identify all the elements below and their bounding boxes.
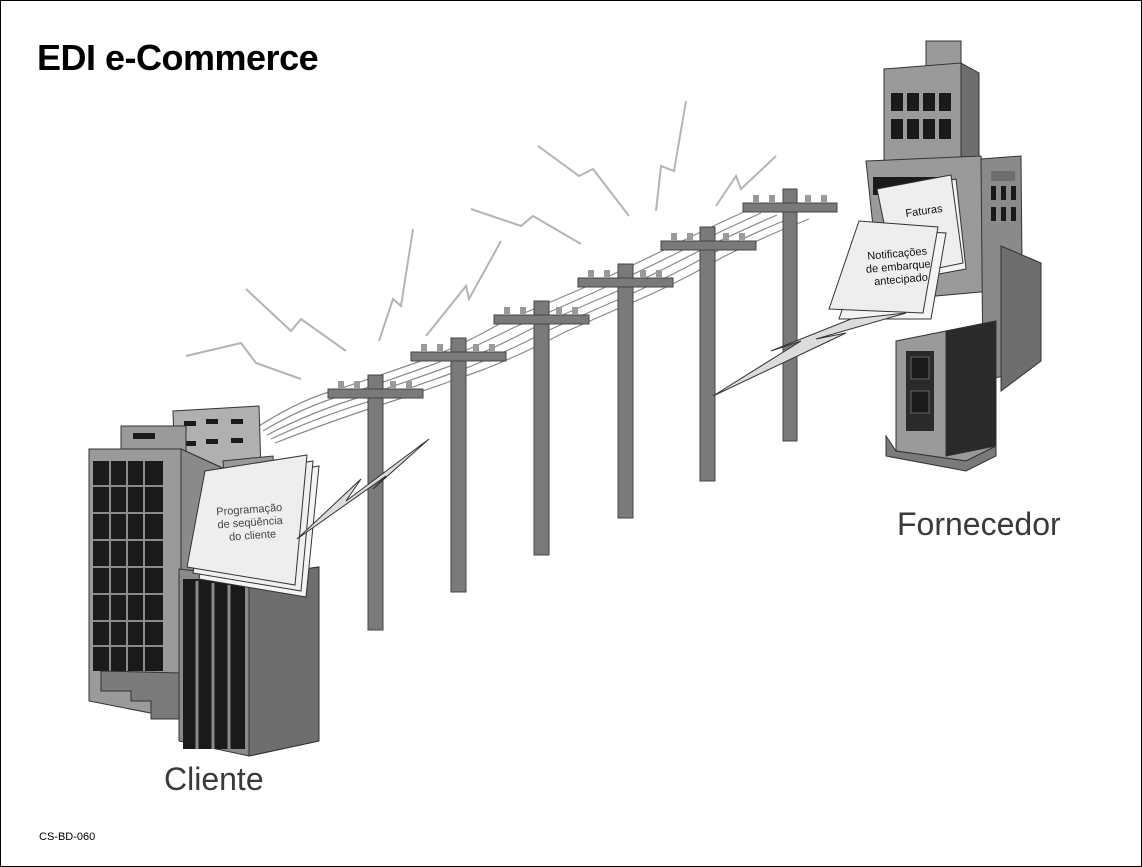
zigzag-signal-icon (655, 100, 687, 212)
customer-doc-line-1: Programação (216, 502, 283, 519)
supplier-asn-label: Notificações de embarque antecipado (864, 245, 935, 289)
customer-doc-line-2: de seqüência (217, 515, 284, 532)
utility-pole-icon (410, 337, 507, 593)
utility-pole-icon (577, 263, 674, 519)
supplier-invoice-label: Faturas (905, 203, 944, 220)
zigzag-signal-icon (245, 288, 347, 352)
supplier-label: Fornecedor (897, 506, 1061, 542)
customer-doc-line-3: do cliente (229, 528, 277, 543)
utility-pole-icon (660, 226, 757, 482)
signal-zigzags (185, 100, 777, 380)
slide-title: EDI e-Commerce (37, 37, 319, 78)
supplier-asn-line-2: de embarque (866, 258, 932, 276)
utility-pole-icon (327, 374, 424, 631)
utility-poles (327, 188, 838, 631)
lightning-bolt-icon (296, 438, 430, 540)
zigzag-signal-icon (537, 145, 630, 217)
lightning-bolt-icon (712, 312, 907, 397)
utility-pole-icon (742, 188, 838, 442)
slide-code: CS-BD-060 (39, 831, 96, 843)
zigzag-signal-icon (378, 228, 414, 342)
zigzag-signal-icon (185, 341, 302, 380)
supplier-asn-line-1: Notificações (867, 246, 928, 263)
supplier-documents: Faturas Notificações de embarque antecip… (828, 174, 967, 320)
customer-label: Cliente (164, 761, 264, 797)
document-stack-icon (186, 454, 320, 598)
utility-pole-icon (493, 300, 590, 556)
customer-doc-label: Programação de seqüência do cliente (216, 502, 288, 545)
customer-building-icon (88, 405, 320, 757)
zigzag-signal-icon (425, 240, 502, 337)
document-stack-icon (828, 220, 947, 320)
supplier-asn-line-3: antecipado (874, 272, 929, 289)
customer-documents: Programação de seqüência do cliente (186, 454, 320, 598)
zigzag-signal-icon (715, 155, 777, 207)
zigzag-signal-icon (470, 208, 582, 245)
